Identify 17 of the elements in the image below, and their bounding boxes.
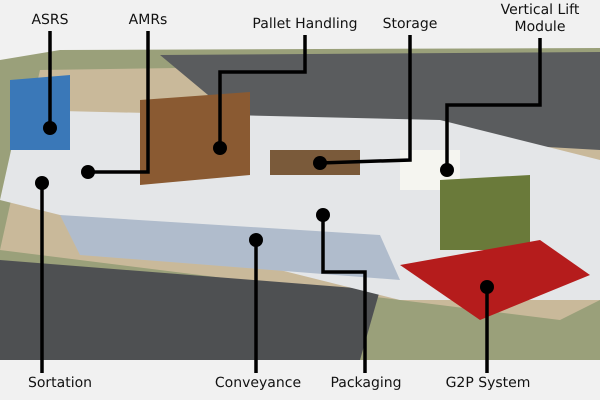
leader-line — [81, 31, 150, 179]
leader-line — [213, 35, 307, 155]
leader-line — [480, 280, 494, 373]
leader-line — [35, 176, 49, 373]
callout-label: Vertical Lift Module — [480, 2, 600, 36]
callout-label: Sortation — [15, 375, 105, 392]
leader-line — [440, 38, 542, 177]
callout-label: Pallet Handling — [240, 16, 370, 33]
callout-label: ASRS — [20, 12, 80, 29]
leader-line — [316, 208, 367, 373]
callout-label: Packaging — [321, 375, 411, 392]
callout-label: AMRs — [118, 12, 178, 29]
callout-label: Storage — [370, 16, 450, 33]
leader-line — [313, 35, 412, 170]
callout-label: G2P System — [438, 375, 538, 392]
leader-line — [249, 233, 263, 373]
callout-label: Conveyance — [203, 375, 313, 392]
